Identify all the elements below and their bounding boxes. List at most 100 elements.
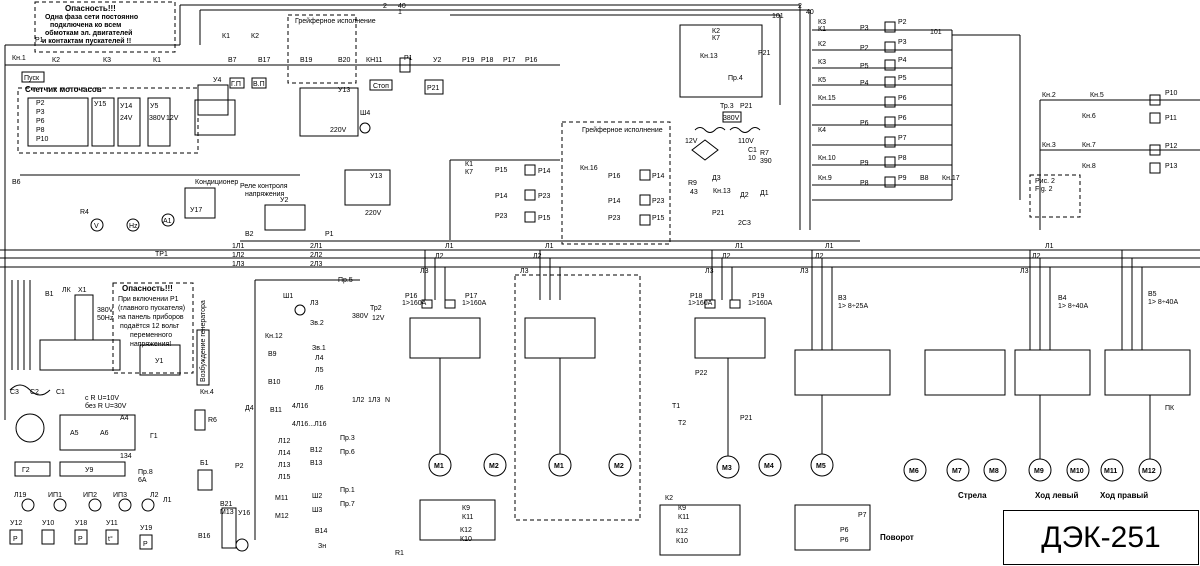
p18-top: Р18 (481, 57, 494, 64)
v380-x1: 380V (97, 307, 114, 314)
s-u12: У12 (10, 520, 22, 527)
u4-label: У4 (213, 77, 221, 84)
rotation-label: Поворот (880, 533, 914, 542)
lb-4l16: 4Л16 (292, 403, 308, 410)
gen-spec-1: с R U=10V (85, 395, 119, 402)
fr-p11: Р11 (1165, 115, 1177, 122)
warning-mid-5: подаётся 12 вольт (120, 323, 180, 330)
bus-l3-b: Л3 (520, 268, 529, 275)
t1-label: Т1 (672, 403, 680, 410)
p21-tr3: Р21 (740, 103, 753, 110)
grab-exec-label-1: Грейферное исполнение (295, 17, 376, 25)
k1-second: К1 (222, 33, 230, 40)
bus-1l1: 1Л1 (232, 243, 244, 250)
b16-label: В16 (198, 533, 211, 540)
g2-p16: Р16 (608, 173, 621, 180)
a5-label: А5 (70, 430, 79, 437)
lb-d4: Д4 (245, 405, 254, 412)
bk-l-k9: К9 (462, 505, 470, 512)
u9-label: У9 (85, 467, 93, 474)
d3-label: Д3 (712, 175, 721, 182)
rr-p2: Р2 (860, 45, 869, 52)
mid-coil-p14: Р14 (538, 168, 551, 175)
c2-label: С2 (30, 389, 39, 396)
b17: В17 (258, 57, 271, 64)
bus-l1-a: Л1 (445, 243, 454, 250)
label-2c3-top: 2С3 (738, 220, 751, 227)
s-ip1: ИП1 (48, 492, 62, 499)
s-u11: У11 (106, 520, 118, 527)
mid-p15: Р15 (495, 167, 508, 174)
warning-top-box: Опасность!!! Одна фаза сети постоянно по… (34, 1, 176, 53)
r4-label: R4 (80, 209, 89, 216)
x1-label: Х1 (78, 287, 87, 294)
left-mid-block: В6 R4 V Hz A1 ТР1 Кондиционер У17 Реле к… (4, 160, 391, 420)
warning-mid-box: Опасность!!! При включении Р1 (главного … (112, 282, 194, 374)
bk-r-p6: Р6 (840, 527, 849, 534)
lb-kn12: Кн.12 (265, 333, 283, 340)
k2-second: К2 (251, 33, 259, 40)
bk-m-k9: К9 (678, 505, 686, 512)
lb-sh1: Ш1 (283, 293, 293, 300)
label-kn1: Кн.1 (12, 55, 26, 62)
bus-l1-b: Л1 (545, 243, 554, 250)
p22-label: Р22 (695, 370, 708, 377)
warning-mid-4: на панель приборов (118, 313, 184, 321)
mid-relays: К1 К7 Р15 Р14 Р23 Р14 Р23 Р15 (449, 159, 560, 240)
rr-k4: К4 (818, 127, 826, 134)
motor-m12: М12 (1142, 468, 1156, 475)
bus-l3-e: Л3 (1020, 268, 1029, 275)
motor-m2-b: М2 (614, 463, 624, 470)
b20: В20 (338, 57, 351, 64)
fig2-en-label: Fig. 2 (1035, 186, 1053, 193)
rr-kn10: Кн.10 (818, 155, 836, 162)
lb-m11: М11 (275, 495, 288, 502)
warning-mid-1: Опасность!!! (122, 284, 173, 293)
motor-m7: М7 (952, 468, 962, 475)
s-p1: Р (13, 536, 18, 543)
b21-label: В21 (220, 501, 233, 508)
fr-kn7: Кн.7 (1082, 142, 1096, 149)
bus-l1-e: Л1 (1045, 243, 1054, 250)
warning-mid-2: При включении Р1 (118, 296, 179, 303)
gen-spec-2: без R U=30V (85, 402, 127, 410)
u16-label: У16 (238, 510, 250, 517)
bus-l2-c: Л2 (722, 253, 731, 260)
diagram-title: ДЭК-251 (1003, 510, 1199, 565)
motor-m9: М9 (1034, 468, 1044, 475)
bk-m-k10: К10 (676, 538, 688, 545)
c1-value: 10 (748, 155, 756, 162)
bus-2l1: 2Л1 (310, 243, 322, 250)
lb-l5: Л5 (315, 367, 324, 374)
mid-k1: К1 (465, 161, 473, 168)
fr-p12: Р12 (1165, 143, 1178, 150)
r7-label: R7 (760, 150, 769, 157)
lb-p2: Р2 (235, 463, 244, 470)
tr3-label: Тр.3 (720, 103, 734, 110)
u1-label: У1 (155, 358, 163, 365)
s-t: t° (108, 535, 113, 543)
bus-l3-c: Л3 (705, 268, 714, 275)
r9-value: 43 (690, 189, 698, 196)
lb-l12: Л12 (278, 438, 290, 445)
rr-kn15: Кн.15 (818, 95, 836, 102)
br-b4r: 1> 8÷40А (1058, 303, 1088, 310)
fr-kn2: Кн.2 (1042, 92, 1056, 99)
bus-wire-1: 1 (398, 9, 402, 16)
lb-pr7: Пр.7 (340, 501, 355, 508)
mid-k7: К7 (465, 169, 473, 176)
v24-label: 24V (120, 115, 133, 122)
vp-label: В.П (253, 81, 265, 88)
r9-label: R9 (688, 180, 697, 187)
pr4-top: Пр.4 (728, 75, 743, 82)
br-b3r: 1> 8÷25А (838, 303, 868, 310)
r6-label: R6 (208, 417, 217, 424)
bus-wire-2: 2 (383, 3, 387, 10)
lb-b10: В10 (268, 379, 281, 386)
rr-k3: К3 (818, 19, 826, 26)
label-1l3: 1Л3 (368, 397, 380, 404)
fr-p10: Р10 (1165, 90, 1178, 97)
u5-label: У5 (150, 103, 158, 110)
warning-line-2: Одна фаза сети постоянно (45, 14, 138, 21)
